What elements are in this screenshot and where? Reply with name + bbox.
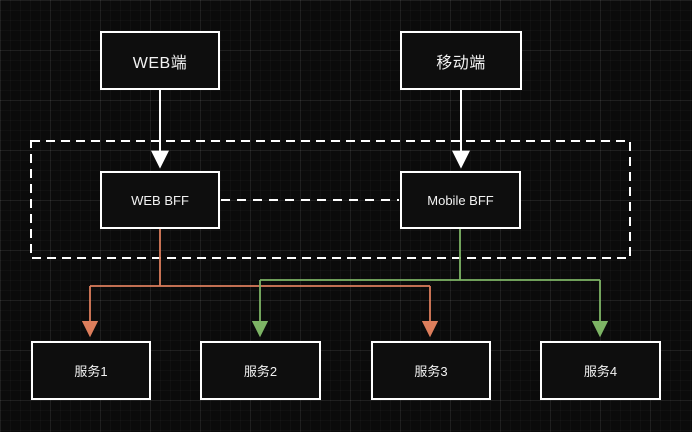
node-service-2-label: 服务2 [243, 364, 278, 379]
node-service-2: 服务2 [200, 341, 321, 400]
node-mobile-bff: Mobile BFF [400, 171, 521, 229]
node-web-bff-label: WEB BFF [131, 192, 189, 208]
node-service-4: 服务4 [540, 341, 661, 400]
node-service-4-label: 服务4 [583, 364, 618, 379]
node-service-1-label: 服务1 [74, 364, 108, 379]
node-service-1: 服务1 [31, 341, 151, 400]
edge-mobilebff-trunk [260, 229, 600, 281]
edge-webbff-trunk [90, 229, 430, 287]
node-mobile-bff-label: Mobile BFF [427, 192, 494, 208]
node-service-3-label: 服务3 [414, 364, 448, 379]
node-web-bff: WEB BFF [100, 171, 220, 229]
node-service-3: 服务3 [371, 341, 491, 400]
node-mobile-client: 移动端 [400, 31, 522, 90]
node-web-client-label: WEB端 [132, 54, 188, 72]
node-mobile-client-label: 移动端 [436, 54, 486, 72]
node-web-client: WEB端 [100, 31, 220, 90]
